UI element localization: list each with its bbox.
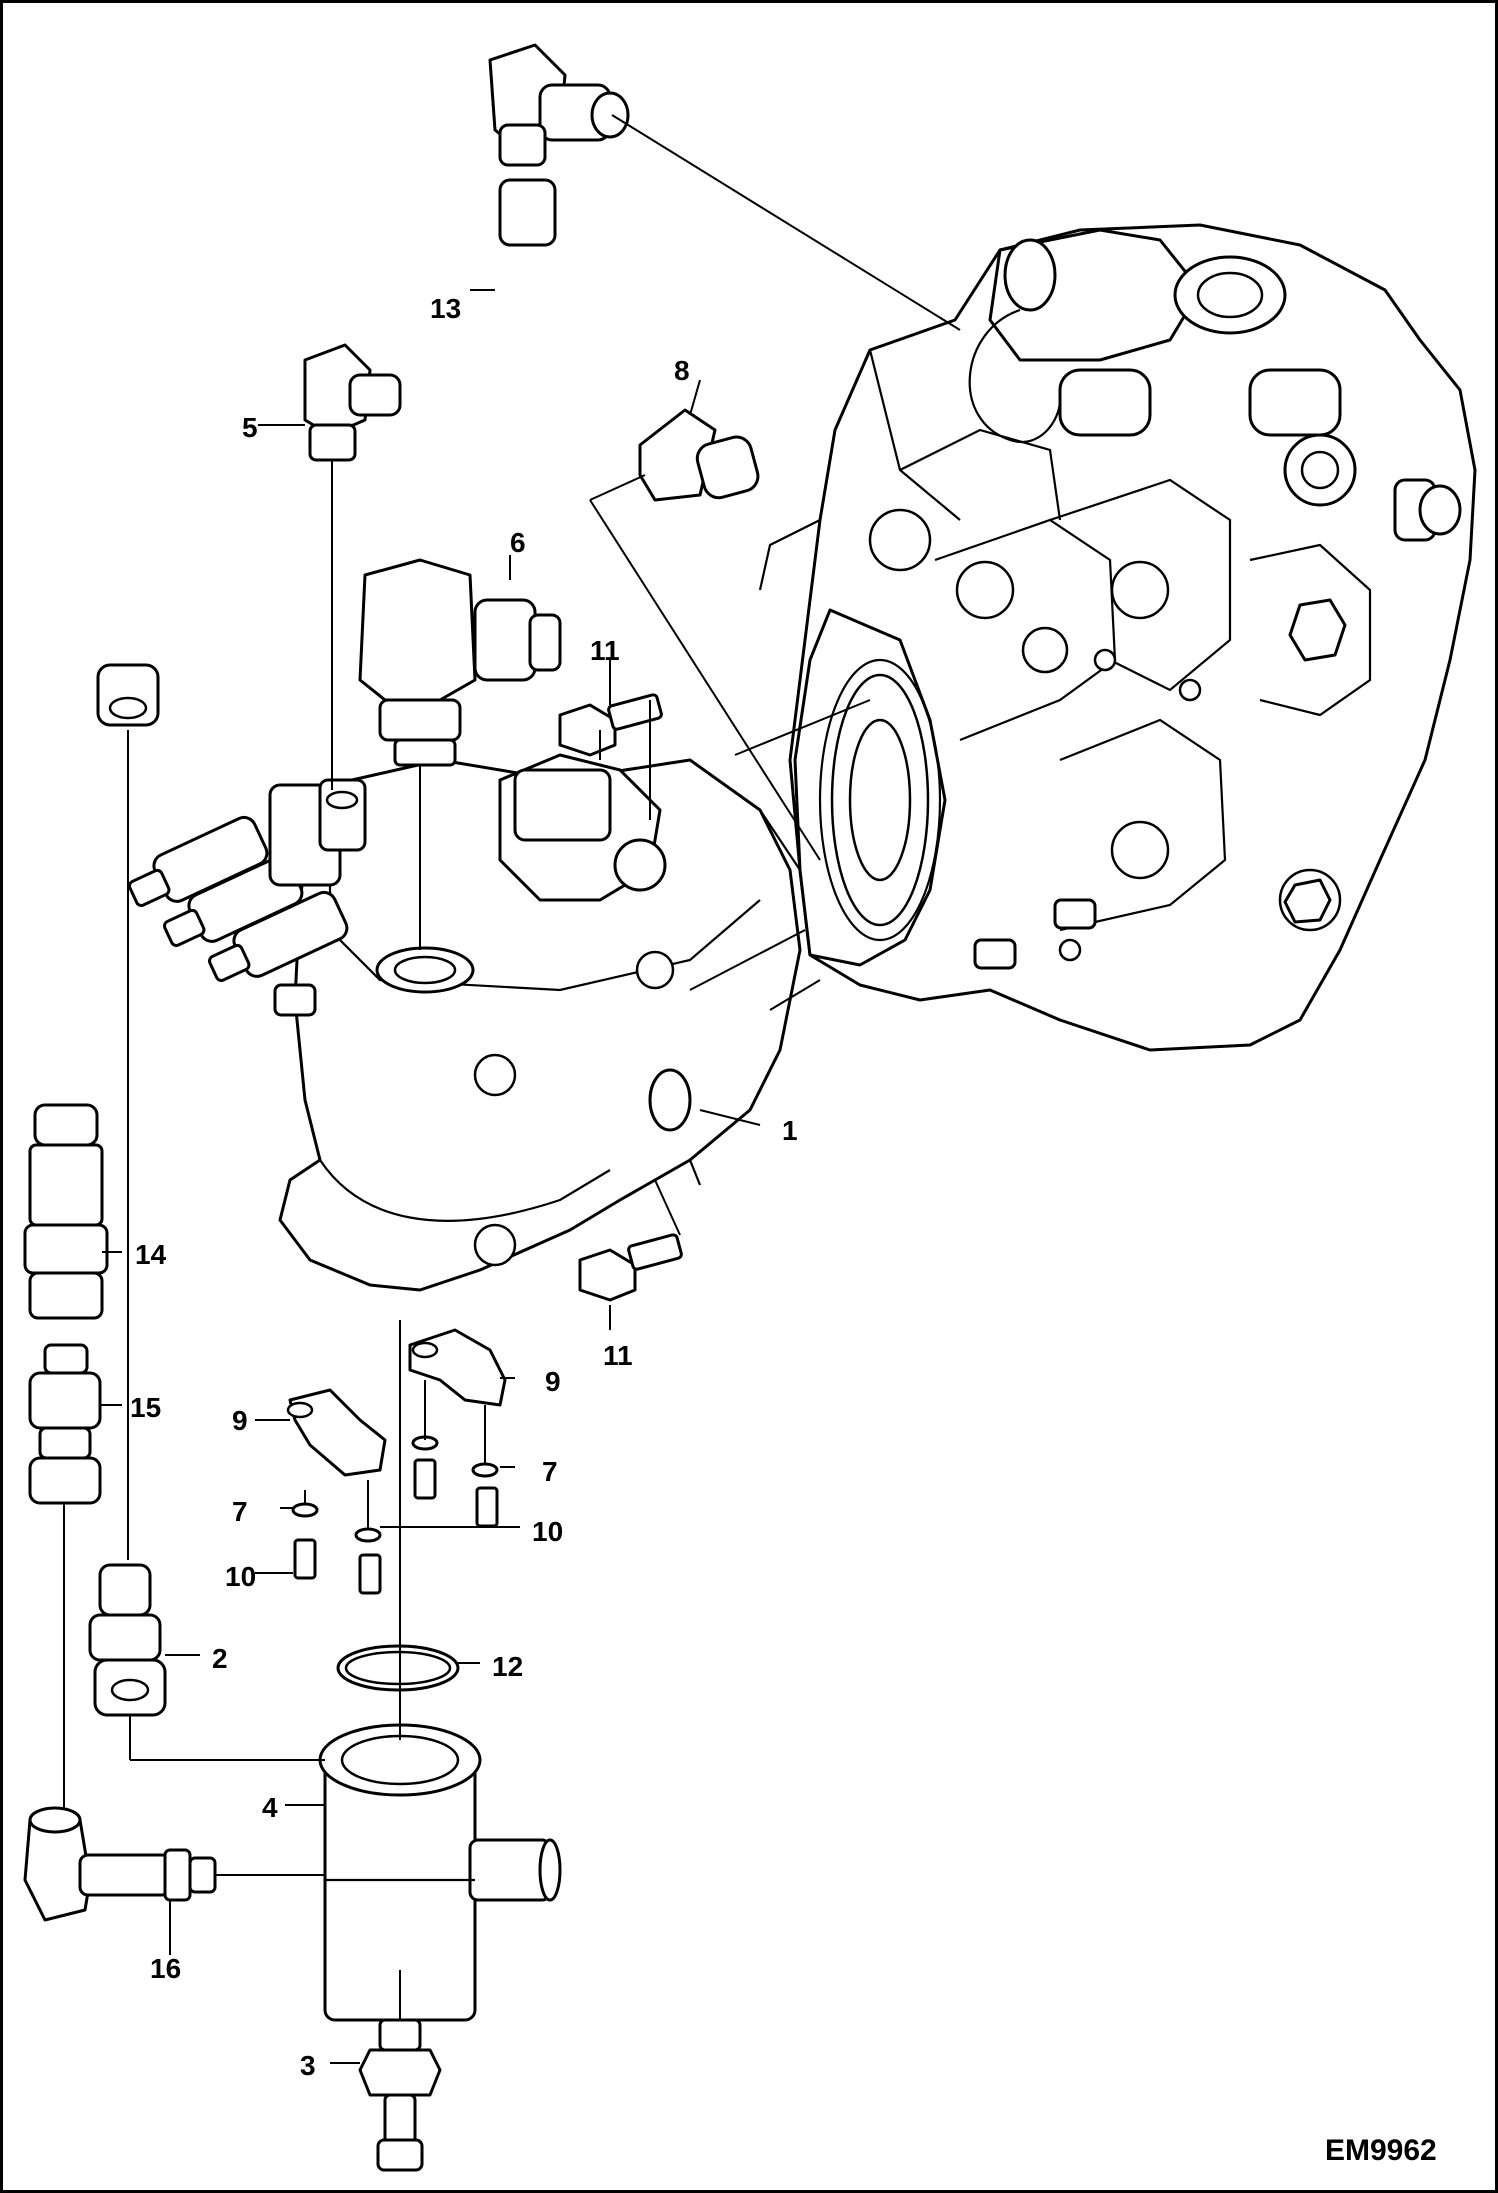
callout-8: 8 xyxy=(674,355,690,386)
callout-7-left: 7 xyxy=(232,1496,248,1527)
fitting-item-15 xyxy=(28,1343,102,1505)
callout-3: 3 xyxy=(300,2050,316,2081)
screw-item-11-upper xyxy=(558,693,663,757)
callout-9-right: 9 xyxy=(545,1366,561,1397)
callout-labels: 1 2 3 4 5 6 7 7 8 9 9 10 10 11 11 12 13 … xyxy=(130,293,1437,2167)
tube-item-13 xyxy=(96,43,630,727)
split-flange-item-9-left xyxy=(286,1388,387,1477)
callout-2: 2 xyxy=(212,1643,228,1674)
leader-lines xyxy=(63,114,961,2064)
elbow-fitting-item-6 xyxy=(358,558,562,767)
callout-15: 15 xyxy=(130,1392,161,1423)
hydrostatic-pump-assembly xyxy=(758,223,1477,1052)
fitting-item-2 xyxy=(88,1563,167,1717)
screw-item-11-lower xyxy=(578,1233,683,1302)
elbow-fitting-item-5 xyxy=(303,343,402,462)
relief-valve-cartridges xyxy=(128,778,367,1017)
charge-pump-housing xyxy=(278,753,802,1292)
callout-7-right: 7 xyxy=(542,1456,558,1487)
callout-6: 6 xyxy=(510,527,526,558)
pressure-switch-item-3 xyxy=(358,2018,442,2172)
figure-id: EM9962 xyxy=(1325,2134,1437,2167)
washers-and-bolts xyxy=(291,1435,499,1595)
callout-14: 14 xyxy=(135,1239,167,1270)
callout-16: 16 xyxy=(150,1953,181,1984)
callout-11-lower: 11 xyxy=(603,1340,633,1371)
filter-head-item-4 xyxy=(318,1723,562,2022)
split-flange-item-9-right xyxy=(408,1328,507,1407)
callout-13: 13 xyxy=(430,293,461,324)
callout-1: 1 xyxy=(782,1115,798,1146)
callout-9-left: 9 xyxy=(232,1405,248,1436)
fitting-item-8 xyxy=(638,408,760,502)
callout-10-left: 10 xyxy=(225,1561,256,1592)
callout-10-right: 10 xyxy=(532,1516,563,1547)
elbow-fitting-item-16 xyxy=(23,1806,217,1922)
quick-coupler-item-14 xyxy=(23,1103,109,1320)
callout-5: 5 xyxy=(242,412,258,443)
callout-12: 12 xyxy=(492,1651,523,1682)
callout-4: 4 xyxy=(262,1792,278,1823)
callout-11-upper: 11 xyxy=(590,635,620,666)
